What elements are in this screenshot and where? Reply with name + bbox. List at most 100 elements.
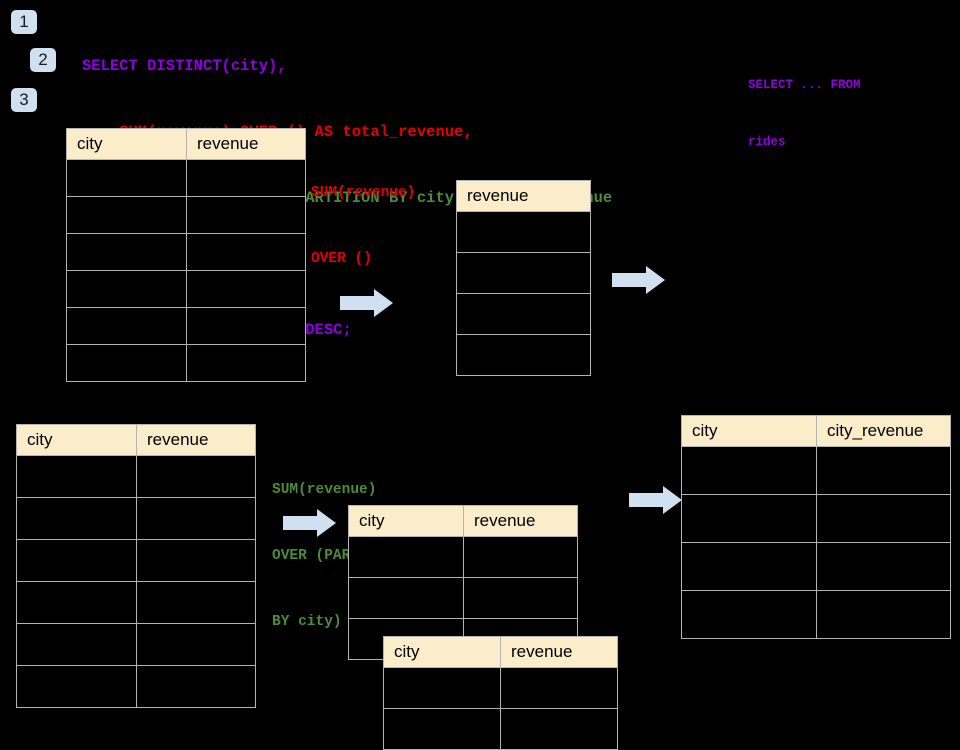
table-row — [681, 542, 951, 591]
cell-revenue — [186, 344, 306, 382]
cell-revenue — [463, 536, 578, 578]
arrow-rides-to-total — [340, 288, 394, 318]
table-row — [16, 665, 256, 708]
arrow-rides-to-partition — [283, 508, 337, 538]
cell-revenue — [463, 577, 578, 619]
sql-note-line-1: SELECT ... FROM — [748, 78, 861, 92]
table-row — [16, 623, 256, 666]
table-row — [66, 307, 306, 345]
table-row — [681, 446, 951, 495]
table-total-revenue: revenue — [456, 180, 591, 376]
cell-city-revenue — [816, 542, 951, 591]
table-row — [456, 293, 591, 335]
cell-revenue — [456, 211, 591, 253]
cell-city-revenue — [816, 590, 951, 639]
cell-city — [348, 577, 464, 619]
cell-revenue — [186, 196, 306, 234]
cell-revenue — [456, 293, 591, 335]
cell-city — [66, 344, 187, 382]
table-header-row: city revenue — [383, 636, 618, 668]
table-row — [383, 667, 618, 709]
sql-note-select-from: SELECT ... FROM rides — [748, 38, 861, 190]
table-header-row: city city_revenue — [681, 415, 951, 447]
table-row — [16, 581, 256, 624]
cell-city — [383, 708, 501, 750]
cell-city — [16, 623, 137, 666]
cell-city — [66, 270, 187, 308]
column-header-city: city — [66, 128, 187, 160]
arrow-total-to-result — [612, 265, 666, 295]
cell-city-revenue — [816, 446, 951, 495]
table-row — [456, 252, 591, 294]
cell-revenue — [186, 159, 306, 197]
table-row — [16, 539, 256, 582]
table-row — [66, 344, 306, 382]
annotation-over-partition: SUM(revenue) OVER (PARTITION BY city) — [272, 435, 403, 677]
table-row — [681, 494, 951, 543]
arrow-right-icon — [612, 266, 665, 294]
table-header-row: city revenue — [348, 505, 578, 537]
column-header-city: city — [348, 505, 464, 537]
table-row — [66, 270, 306, 308]
table-row — [681, 590, 951, 639]
cell-revenue — [500, 667, 618, 709]
cell-city-revenue — [816, 494, 951, 543]
cell-city — [16, 497, 137, 540]
table-row — [66, 233, 306, 271]
annotation-over-partition-line-1: SUM(revenue) — [272, 482, 377, 498]
table-header-row: city revenue — [16, 424, 256, 456]
cell-revenue — [136, 665, 256, 708]
cell-city — [66, 159, 187, 197]
table-final-result: city city_revenue — [681, 415, 951, 639]
table-header-row: revenue — [456, 180, 591, 212]
cell-revenue — [136, 455, 256, 498]
cell-city — [383, 667, 501, 709]
table-rides-source-top: city revenue — [66, 128, 306, 382]
table-row — [16, 455, 256, 498]
arrow-right-icon — [340, 289, 393, 317]
column-header-revenue: revenue — [136, 424, 256, 456]
cell-city — [16, 581, 137, 624]
table-partition-group-b: city revenue — [383, 636, 618, 750]
cell-city — [66, 196, 187, 234]
cell-revenue — [456, 252, 591, 294]
cell-city — [16, 455, 137, 498]
cell-city — [66, 233, 187, 271]
diagram-canvas: 1 2 3 SELECT DISTINCT(city), SUM(revenue… — [11, 10, 951, 750]
table-row — [383, 708, 618, 750]
cell-revenue — [136, 539, 256, 582]
arrow-partition-to-result — [629, 485, 683, 515]
cell-revenue — [500, 708, 618, 750]
table-row — [456, 211, 591, 253]
cell-city — [681, 542, 817, 591]
table-row — [456, 334, 591, 376]
cell-city — [681, 446, 817, 495]
annotation-over-empty-line-2: OVER () — [311, 251, 372, 267]
table-row — [66, 196, 306, 234]
cell-revenue — [136, 581, 256, 624]
arrow-right-icon — [283, 509, 336, 537]
table-row — [348, 577, 578, 619]
table-row — [348, 536, 578, 578]
sql-line-select: SELECT DISTINCT(city), — [82, 57, 287, 75]
column-header-city: city — [383, 636, 501, 668]
cell-city — [16, 665, 137, 708]
cell-revenue — [136, 623, 256, 666]
cell-revenue — [186, 270, 306, 308]
cell-revenue — [186, 233, 306, 271]
annotation-over-empty-line-1: SUM(revenue) — [311, 185, 416, 201]
column-header-city: city — [16, 424, 137, 456]
step-badge-1: 1 — [11, 10, 37, 34]
cell-city — [16, 539, 137, 582]
column-header-revenue: revenue — [463, 505, 578, 537]
arrow-right-icon — [629, 486, 682, 514]
step-badge-2: 2 — [30, 48, 56, 72]
sql-note-line-2: rides — [748, 135, 786, 149]
cell-revenue — [456, 334, 591, 376]
table-header-row: city revenue — [66, 128, 306, 160]
annotation-over-partition-line-3: BY city) — [272, 614, 342, 630]
table-row — [16, 497, 256, 540]
step-badge-3: 3 — [11, 88, 37, 112]
column-header-revenue: revenue — [186, 128, 306, 160]
column-header-revenue: revenue — [456, 180, 591, 212]
